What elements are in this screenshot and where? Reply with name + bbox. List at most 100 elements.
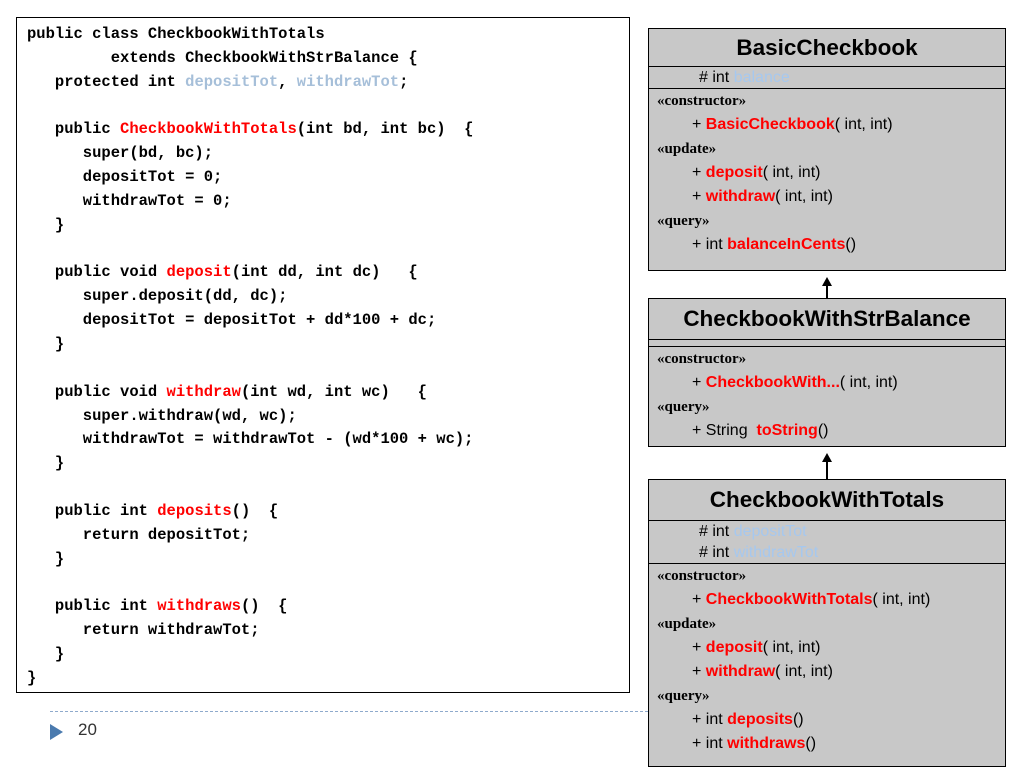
uml-class-checkbook-with-str-balance: CheckbookWithStrBalance«constructor»+ Ch…	[648, 298, 1006, 447]
attributes-compartment: # int balance	[649, 67, 1005, 89]
code-token: public void	[27, 382, 167, 401]
code-token: protected int	[27, 72, 186, 91]
code-line	[27, 476, 473, 500]
attribute-row: # int balance	[649, 67, 1005, 88]
code-line: withdrawTot = withdrawTot - (wd*100 + wc…	[27, 428, 474, 452]
operation-row: + CheckbookWithTotals( int, int)	[649, 588, 1005, 612]
code-line: public int deposits() {	[27, 500, 473, 524]
code-line: public class CheckbookWithTotals	[27, 23, 473, 47]
code-line: }	[27, 643, 473, 667]
operation-prefix: + int	[692, 711, 728, 728]
operation-name: withdraw	[705, 188, 776, 205]
operation-params: ()	[845, 236, 857, 253]
method-name-token: deposit	[166, 263, 232, 282]
code-line: }	[27, 548, 473, 572]
code-token: public int	[27, 501, 158, 520]
code-line: public int withdraws() {	[27, 595, 473, 619]
class-name: BasicCheckbook	[649, 29, 1005, 67]
code-line: depositTot = 0;	[27, 166, 473, 190]
attribute-type: # int	[699, 544, 734, 561]
inheritance-arrow-1	[822, 277, 832, 298]
code-line: }	[27, 333, 473, 357]
attribute-row: # int withdrawTot	[649, 542, 1005, 563]
method-name-token: withdraws	[157, 597, 241, 616]
uml-class-checkbook-with-totals: CheckbookWithTotals# int depositTot# int…	[648, 479, 1006, 767]
code-token: () {	[240, 597, 288, 616]
code-token: public int	[27, 597, 158, 616]
operation-name: withdraw	[705, 663, 776, 680]
code-line: withdrawTot = 0;	[27, 190, 473, 214]
operation-prefix: +	[692, 663, 706, 680]
code-token: withdrawTot = withdrawTot - (wd*100 + wc…	[27, 430, 474, 449]
code-token: () {	[231, 501, 279, 520]
attribute-type: # int	[699, 69, 734, 86]
code-token: }	[27, 549, 65, 568]
operation-params: ( int, int)	[872, 591, 931, 608]
operations-compartment: «constructor»+ CheckbookWith...( int, in…	[649, 347, 1005, 443]
code-token: return depositTot;	[27, 525, 251, 544]
method-name-token: CheckbookWithTotals	[120, 120, 297, 139]
code-token: public	[27, 120, 121, 139]
code-line	[27, 357, 473, 381]
code-token: public class CheckbookWithTotals	[27, 25, 325, 43]
attribute-row: # int depositTot	[649, 521, 1005, 542]
code-token: depositTot = 0;	[27, 168, 223, 187]
code-line: return depositTot;	[27, 524, 473, 548]
operation-name: deposit	[705, 164, 763, 181]
code-token: super(bd, bc);	[27, 144, 214, 163]
footer-divider	[50, 711, 648, 712]
operation-name: toString	[756, 422, 818, 439]
code-token: extends CheckbookWithStrBalance {	[27, 48, 418, 67]
operation-row: + int deposits()	[649, 708, 1005, 732]
operation-name: BasicCheckbook	[705, 116, 835, 133]
code-line	[27, 571, 473, 595]
operation-params: ()	[817, 422, 829, 439]
code-line: return withdrawTot;	[27, 619, 473, 643]
operation-params: ()	[805, 735, 817, 752]
code-line: super(bd, bc);	[27, 142, 473, 166]
operation-name: deposits	[727, 711, 793, 728]
code-line	[27, 95, 473, 119]
code-panel: public class CheckbookWithTotals extends…	[16, 17, 630, 693]
operation-prefix: +	[692, 164, 706, 181]
class-name: CheckbookWithTotals	[649, 480, 1005, 521]
operation-prefix: + int	[692, 735, 728, 752]
code-token: }	[27, 215, 65, 234]
stereotype-label: «constructor»	[657, 351, 747, 367]
attributes-compartment: # int depositTot# int withdrawTot	[649, 521, 1005, 564]
operations-compartment: «constructor»+ BasicCheckbook( int, int)…	[649, 89, 1005, 257]
operation-row: + deposit( int, int)	[649, 161, 1005, 185]
code-token: return withdrawTot;	[27, 621, 260, 640]
stereotype-label: «query»	[657, 688, 710, 704]
code-token: }	[27, 454, 65, 473]
operation-row: + withdraw( int, int)	[649, 185, 1005, 209]
code-line: extends CheckbookWithStrBalance {	[27, 47, 473, 71]
code-token: }	[27, 644, 65, 663]
attribute-name: withdrawTot	[733, 544, 819, 561]
code-token: withdrawTot = 0;	[27, 191, 232, 210]
code-token: (int bd, int bc) {	[296, 120, 474, 139]
code-line: }	[27, 214, 473, 238]
stereotype-label: «query»	[657, 213, 710, 229]
operation-prefix: +	[692, 188, 706, 205]
method-name-token: withdraw	[166, 382, 241, 401]
operation-row: + BasicCheckbook( int, int)	[649, 113, 1005, 137]
stereotype-label: «query»	[657, 399, 710, 415]
code-token: depositTot = depositTot + dd*100 + dc;	[27, 311, 437, 330]
code-line	[27, 238, 473, 262]
code-token: ;	[399, 72, 409, 91]
attribute-name: depositTot	[733, 523, 807, 540]
operation-name: withdraws	[727, 735, 806, 752]
code-token: }	[27, 334, 65, 353]
attributes-compartment	[649, 340, 1005, 347]
field-name-token: depositTot	[185, 72, 279, 91]
code-token: super.withdraw(wd, wc);	[27, 406, 297, 425]
operation-name: deposit	[705, 639, 763, 656]
code-token: (int dd, int dc) {	[231, 263, 418, 282]
operation-name: CheckbookWith...	[705, 374, 840, 391]
operation-name: balanceInCents	[727, 236, 846, 253]
operation-prefix: +	[692, 591, 706, 608]
code-token: super.deposit(dd, dc);	[27, 287, 288, 306]
stereotype-label: «update»	[657, 141, 717, 157]
operation-params: ( int, int)	[839, 374, 898, 391]
